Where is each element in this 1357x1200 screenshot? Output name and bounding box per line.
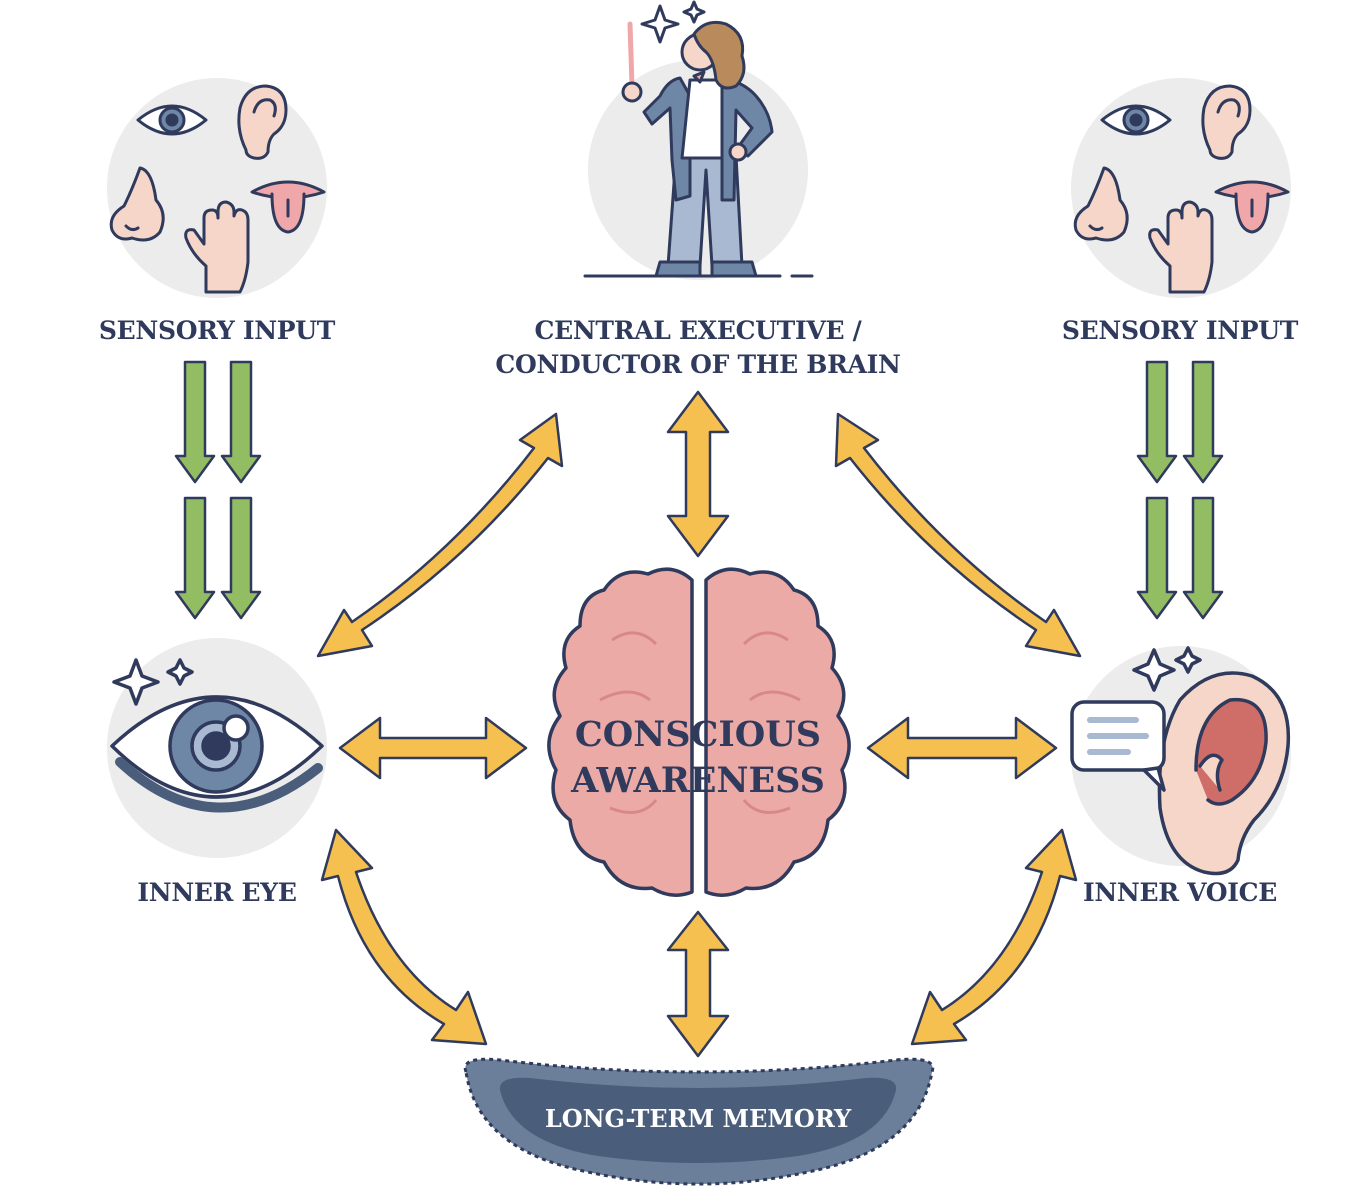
inner-voice-icon	[1070, 646, 1291, 876]
hand-icon	[1148, 200, 1214, 294]
green-arrows-right	[1136, 360, 1224, 620]
sensory-input-right-label: SENSORY INPUT	[1061, 316, 1299, 345]
central-executive-label: CENTRAL EXECUTIVE / CONDUCTOR OF THE BRA…	[478, 314, 918, 382]
tongue-icon	[1214, 180, 1290, 234]
eye-icon	[1100, 104, 1172, 136]
conductor-icon	[583, 0, 814, 278]
ear-icon	[1201, 84, 1252, 160]
tongue-icon	[250, 180, 326, 234]
conscious-awareness-line-2: AWARENESS	[571, 760, 825, 801]
sensory-icons-left	[109, 84, 326, 294]
arrow-eye-memory	[320, 828, 488, 1046]
hand-icon	[184, 200, 250, 294]
conscious-awareness-label: CONSCIOUS AWARENESS	[538, 712, 858, 804]
arrow-awareness-voice	[866, 716, 1058, 780]
yellow-arrows	[316, 390, 1082, 1058]
ear-icon	[237, 84, 288, 160]
central-executive-line-2: CONDUCTOR OF THE BRAIN	[495, 350, 901, 379]
nose-icon	[109, 166, 165, 242]
inner-voice-label: INNER VOICE	[1082, 878, 1277, 907]
eye-icon	[136, 104, 208, 136]
arrow-central-eye	[316, 412, 564, 658]
arrow-central-awareness	[666, 390, 730, 558]
long-term-memory-label: LONG-TERM MEMORY	[544, 1104, 852, 1133]
sensory-input-left-label: SENSORY INPUT	[98, 316, 336, 345]
sensory-icons-right	[1073, 84, 1290, 294]
conscious-awareness-line-1: CONSCIOUS	[574, 714, 822, 755]
arrow-eye-awareness	[338, 716, 528, 780]
inner-eye-label: INNER EYE	[137, 878, 297, 907]
arrow-voice-memory	[910, 828, 1078, 1046]
central-executive-line-1: CENTRAL EXECUTIVE /	[534, 316, 862, 345]
green-arrows-left	[174, 360, 262, 620]
inner-eye-icon	[110, 658, 324, 813]
nose-icon	[1073, 166, 1129, 242]
arrow-awareness-memory	[666, 910, 730, 1058]
brain-icon	[547, 567, 851, 897]
arrow-central-voice	[834, 412, 1082, 658]
memory-shape	[463, 1057, 935, 1186]
